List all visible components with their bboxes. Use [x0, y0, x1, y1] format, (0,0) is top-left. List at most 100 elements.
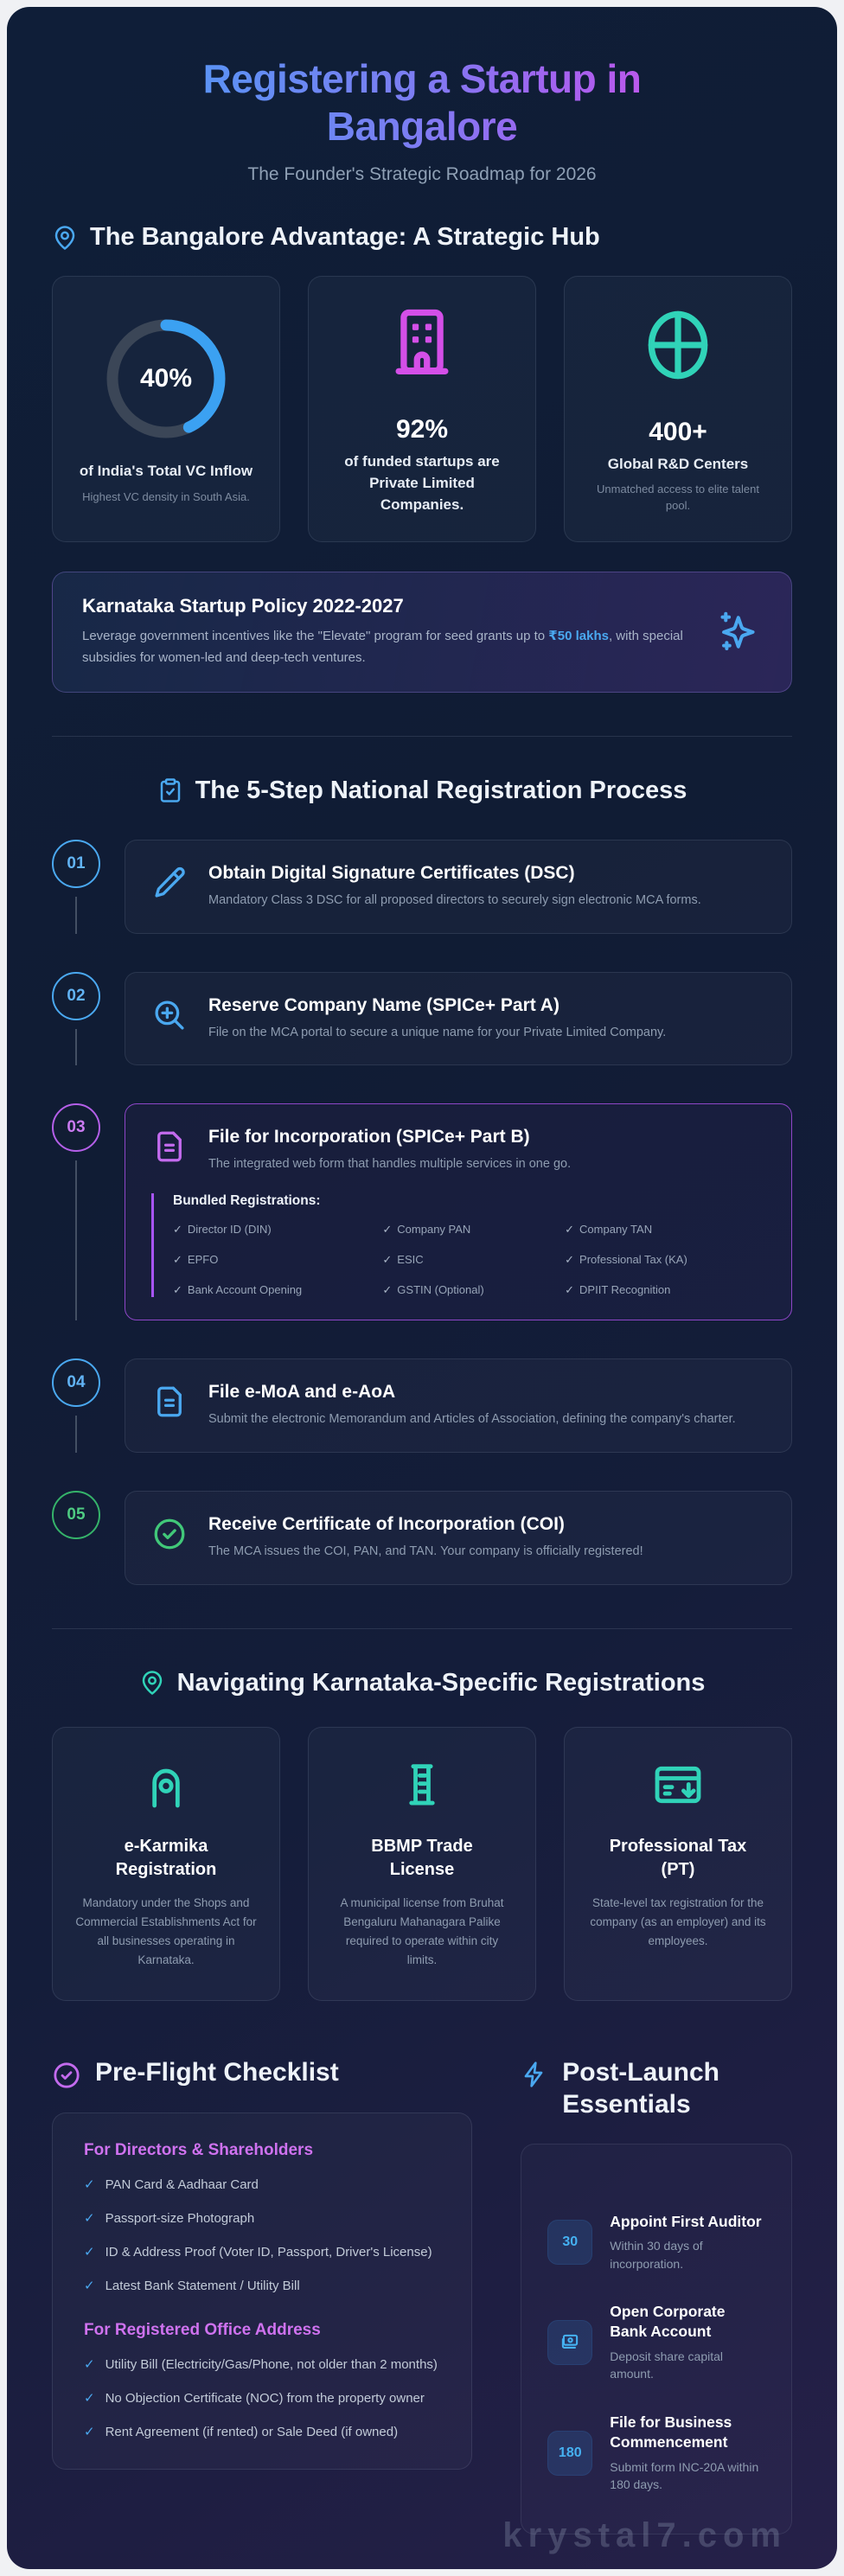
policy-desc-highlight: ₹50 lakhs: [548, 629, 609, 644]
stat-sub: Unmatched access to elite talent pool.: [597, 483, 759, 512]
step-number-column: 03: [52, 1103, 100, 1320]
banknote-badge: [547, 2319, 593, 2365]
card-desc: Mandatory under the Shops and Commercial…: [75, 1895, 257, 1967]
section-divider: [52, 735, 792, 737]
bundle-item-label: Bank Account Opening: [187, 1283, 303, 1297]
checklist-item: ✓Utility Bill (Electricity/Gas/Phone, no…: [84, 2355, 440, 2374]
policy-text: Karnataka Startup Policy 2022-2027 Lever…: [82, 595, 689, 669]
postlaunch-item-desc: Within 30 days of incorporation.: [610, 2239, 703, 2271]
checklist-item-label: Passport-size Photograph: [105, 2210, 255, 2226]
days-badge: 180: [547, 2430, 593, 2476]
step-number: 01: [52, 839, 100, 888]
check-glyph: ✓: [84, 2244, 95, 2260]
checklist-item-label: ID & Address Proof (Voter ID, Passport, …: [105, 2244, 432, 2260]
bundle-item-label: Professional Tax (KA): [579, 1253, 687, 1267]
checklist-item-label: Rent Agreement (if rented) or Sale Deed …: [105, 2424, 399, 2439]
card-desc: A municipal license from Bruhat Bengalur…: [340, 1895, 504, 1967]
map-pin-icon: [54, 226, 75, 250]
checklist-heading-text: Pre-Flight Checklist: [95, 2057, 339, 2087]
bundle-item: ✓ Director ID (DIN): [173, 1223, 382, 1237]
bundle-item: ✓ESIC: [382, 1253, 565, 1267]
postlaunch-heading: Post-Launch Essentials: [521, 2056, 792, 2121]
postlaunch-item-auditor: 30 Appoint First Auditor Within 30 days …: [547, 2212, 765, 2272]
building-icon: [395, 310, 449, 375]
step-card: File e-MoA and e-AoA Submit the electron…: [125, 1358, 792, 1453]
check-glyph: ✓: [565, 1223, 575, 1237]
id-badge-icon: [152, 1768, 180, 1807]
bundle-item: ✓ DPIIT Recognition: [565, 1283, 765, 1297]
check-glyph: ✓: [382, 1223, 393, 1237]
step-number: 05: [52, 1490, 100, 1539]
checklist-heading: Pre-Flight Checklist: [52, 2056, 472, 2090]
banknote-icon: [562, 2334, 579, 2349]
circle-check-icon: [54, 2062, 80, 2088]
check-glyph: ✓: [84, 2210, 95, 2226]
step-title: File for Incorporation (SPICe+ Part B): [208, 1127, 530, 1147]
check-glyph: ✓: [173, 1283, 182, 1297]
step-number: 04: [52, 1358, 100, 1408]
bundle-item-label: Director ID (DIN): [187, 1223, 272, 1237]
step-number-column: 02: [52, 971, 100, 1066]
checklist-group-items: ✓PAN Card & Aadhaar Card ✓Passport-size …: [84, 2176, 440, 2295]
step-desc: Mandatory Class 3 DSC for all proposed d…: [208, 892, 701, 907]
step-card: Obtain Digital Signature Certificates (D…: [125, 839, 792, 934]
checklist-item: ✓No Objection Certificate (NOC) from the…: [84, 2389, 440, 2407]
step-title: Receive Certificate of Incorporation (CO…: [208, 1513, 565, 1534]
stat-label: of funded startups are Private Limited C…: [344, 453, 500, 513]
postlaunch-item-title: File for Business Commencement: [610, 2413, 732, 2451]
step-02: 02 Reserve Company Name (SPICe+ Part A) …: [52, 971, 792, 1066]
card-title: BBMP Trade License: [371, 1836, 473, 1879]
section-heading-karnataka: Navigating Karnataka-Specific Registrati…: [52, 1669, 792, 1697]
document-icon: [157, 1386, 182, 1417]
stat-value: 400+: [649, 417, 707, 446]
postlaunch-card: 30 Appoint First Auditor Within 30 days …: [521, 2143, 792, 2534]
step-title: Reserve Company Name (SPICe+ Part A): [208, 994, 559, 1015]
bundle-item: ✓ Company TAN: [565, 1223, 765, 1237]
step-desc: The MCA issues the COI, PAN, and TAN. Yo…: [208, 1544, 643, 1558]
card-title: e-Karmika Registration: [115, 1836, 217, 1879]
card-bbmp-license: BBMP Trade License A municipal license f…: [308, 1726, 536, 2001]
check-glyph: ✓: [173, 1253, 182, 1267]
postlaunch-item-bank: Open Corporate Bank Account Deposit shar…: [547, 2302, 765, 2383]
bundle-item: ✓ Bank Account Opening: [173, 1283, 382, 1297]
postlaunch-item-title: Open Corporate Bank Account: [610, 2302, 726, 2341]
stat-card-vc-inflow: 40% of India's Total VC Inflow Highest V…: [52, 276, 280, 543]
bundle-grid: ✓ Director ID (DIN) ✓ Company PAN ✓ Company…: [173, 1223, 765, 1297]
bundled-registrations: Bundled Registrations: ✓Director ID (DIN…: [151, 1193, 765, 1298]
section-registration-process: The 5-Step National Registration Process…: [52, 777, 792, 1585]
card-title: Professional Tax (PT): [609, 1836, 747, 1879]
check-glyph: ✓: [382, 1283, 393, 1297]
bundle-item-label: ESIC: [397, 1253, 424, 1267]
postlaunch-item-title: Appoint First Auditor: [610, 2212, 762, 2230]
bundle-item-label: DPIIT Recognition: [579, 1283, 671, 1297]
step-number-column: 04: [52, 1358, 100, 1453]
bundle-item-label: Company TAN: [579, 1223, 653, 1237]
step-title: File e-MoA and e-AoA: [208, 1382, 396, 1403]
step-title: Obtain Digital Signature Certificates (D…: [208, 862, 575, 883]
section-preflight-checklist: Pre-Flight Checklist For Directors & Sha…: [52, 2056, 473, 2534]
file-text-icon: [157, 1131, 182, 1162]
days-badge: 30: [547, 2219, 593, 2265]
check-glyph: ✓: [84, 2424, 95, 2439]
section-heading-text: Navigating Karnataka-Specific Registrati…: [176, 1668, 706, 1697]
bundle-item: ✓EPFO: [173, 1253, 382, 1267]
check-glyph: ✓: [84, 2176, 95, 2192]
card-ekarmika: e-Karmika Registration Mandatory under t…: [52, 1726, 280, 2001]
page-subtitle: The Founder's Strategic Roadmap for 2026: [247, 164, 597, 185]
check-glyph: ✓: [565, 1283, 575, 1297]
checklist-item-label: Utility Bill (Electricity/Gas/Phone, not…: [105, 2356, 438, 2372]
stat-label: Global R&D Centers: [607, 455, 749, 472]
section-heading-text: The Bangalore Advantage: A Strategic Hub: [90, 223, 600, 252]
section-karnataka-registrations: Navigating Karnataka-Specific Registrati…: [52, 1669, 792, 2001]
checklist-item: ✓ ID & Address Proof (Voter ID, Passport,…: [84, 2243, 440, 2261]
donut-chart: 40%: [101, 314, 231, 444]
check-glyph: ✓: [173, 1223, 182, 1237]
stat-sub: Highest VC density in South Asia.: [82, 489, 250, 503]
step-number-column: 05: [52, 1490, 100, 1585]
section-heading-process: The 5-Step National Registration Process: [52, 777, 792, 805]
bundle-item-label: Company PAN: [397, 1223, 471, 1237]
card-professional-tax: Professional Tax (PT) State-level tax re…: [564, 1726, 792, 2001]
section-heading-text: The 5-Step National Registration Process: [195, 776, 687, 804]
checklist-group-items: ✓ Utility Bill (Electricity/Gas/Phone, no…: [84, 2355, 440, 2441]
infographic-poster: Registering a Startup in Bangalore The F…: [7, 7, 837, 2569]
